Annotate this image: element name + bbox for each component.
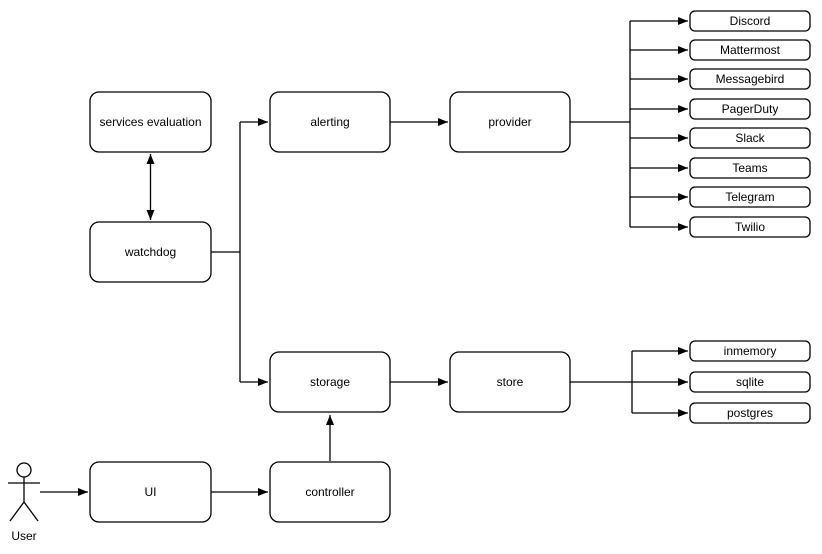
node-alerting-label: alerting xyxy=(310,115,349,129)
node-provider-box xyxy=(449,91,571,153)
node-ui-label: UI xyxy=(145,485,157,499)
node-store-sqlite-label: sqlite xyxy=(736,375,764,389)
node-store-box xyxy=(449,351,571,413)
node-provider-pagerduty: PagerDuty xyxy=(689,98,811,120)
node-provider-discord-box xyxy=(689,10,811,32)
node-services-evaluation: services evaluation xyxy=(89,91,212,153)
node-provider-slack-box xyxy=(689,127,811,149)
actor-label: User xyxy=(11,529,36,543)
node-provider: provider xyxy=(449,91,571,153)
node-store-inmemory-label: inmemory xyxy=(724,344,777,358)
node-storage: storage xyxy=(269,351,391,413)
node-provider-telegram-box xyxy=(689,186,811,208)
node-provider-teams-box xyxy=(689,157,811,179)
actor-user: User xyxy=(8,462,40,543)
node-store-sqlite: sqlite xyxy=(689,371,811,393)
actor-head-icon xyxy=(16,462,32,478)
node-alerting: alerting xyxy=(269,91,391,153)
node-provider-teams: Teams xyxy=(689,157,811,179)
node-store: store xyxy=(449,351,571,413)
node-controller: controller xyxy=(269,461,391,523)
node-provider-messagebird: Messagebird xyxy=(689,68,811,90)
node-provider-label: provider xyxy=(488,115,531,129)
node-provider-teams-label: Teams xyxy=(732,161,767,175)
node-provider-discord-label: Discord xyxy=(730,14,771,28)
node-provider-mattermost-label: Mattermost xyxy=(720,43,781,57)
node-provider-slack: Slack xyxy=(689,127,811,149)
node-storage-label: storage xyxy=(310,375,350,389)
node-controller-label: controller xyxy=(305,485,354,499)
node-provider-pagerduty-label: PagerDuty xyxy=(722,102,779,116)
node-ui: UI xyxy=(89,461,212,523)
node-provider-telegram-label: Telegram xyxy=(725,190,774,204)
node-controller-box xyxy=(269,461,391,523)
node-watchdog: watchdog xyxy=(89,221,212,283)
node-provider-twilio: Twilio xyxy=(689,216,811,238)
node-provider-messagebird-box xyxy=(689,68,811,90)
node-provider-mattermost-box xyxy=(689,39,811,61)
node-store-inmemory-box xyxy=(689,340,811,362)
node-provider-slack-label: Slack xyxy=(735,131,765,145)
node-provider-discord: Discord xyxy=(689,10,811,32)
node-provider-pagerduty-box xyxy=(689,98,811,120)
node-store-postgres-label: postgres xyxy=(727,406,773,420)
node-store-postgres: postgres xyxy=(689,402,811,424)
node-alerting-box xyxy=(269,91,391,153)
node-services-evaluation-box xyxy=(89,91,212,153)
node-provider-mattermost: Mattermost xyxy=(689,39,811,61)
node-storage-box xyxy=(269,351,391,413)
node-provider-twilio-box xyxy=(689,216,811,238)
node-store-label: store xyxy=(497,375,524,389)
node-store-sqlite-box xyxy=(689,371,811,393)
node-watchdog-label: watchdog xyxy=(124,245,176,259)
actor-body-icon xyxy=(8,477,40,522)
node-provider-messagebird-label: Messagebird xyxy=(716,72,785,86)
node-services-evaluation-label: services evaluation xyxy=(99,115,201,129)
node-ui-box xyxy=(89,461,212,523)
node-watchdog-box xyxy=(89,221,212,283)
node-store-postgres-box xyxy=(689,402,811,424)
node-store-inmemory: inmemory xyxy=(689,340,811,362)
node-provider-twilio-label: Twilio xyxy=(735,220,765,234)
node-provider-telegram: Telegram xyxy=(689,186,811,208)
